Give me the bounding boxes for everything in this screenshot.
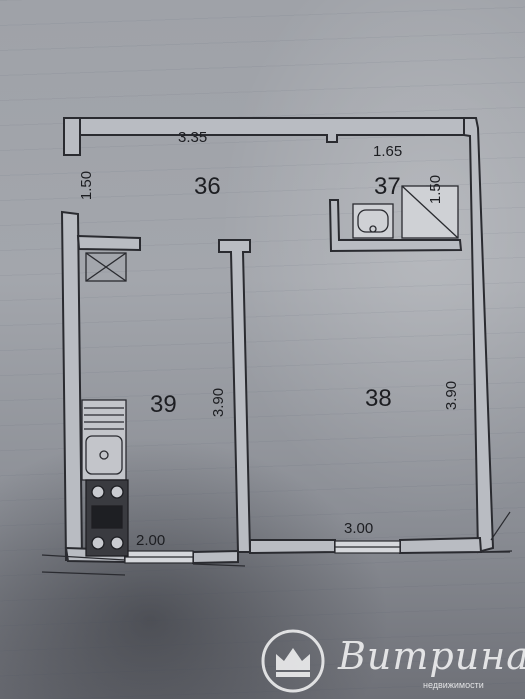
watermark: Витрина недвижимости [258,628,525,694]
dimension-kitchen-depth: 3.90 [210,387,228,418]
dimension-left-wall: 1.50 [78,170,96,201]
dimension-bathroom: 1.50 [427,174,445,205]
dimension-top-right: 1.65 [373,143,403,160]
room-label-hall: 36 [194,173,221,200]
room-label-kitchen: 39 [150,391,177,418]
wall-left-upper [63,117,81,156]
watermark-subtitle: недвижимости [423,680,484,690]
shower-tray [401,185,459,239]
stove [85,479,129,557]
wall-right [463,117,495,554]
vent-shaft [85,252,127,282]
wall-bottom-right [249,539,336,555]
wall-kitchen-top [76,234,141,252]
dimension-room-width: 3.00 [344,520,374,537]
watermark-brand: Витрина [338,634,525,678]
dimension-kitchen-width: 2.00 [136,532,166,549]
wall-bottom-right-2 [399,536,483,555]
dimension-room-depth: 3.90 [443,380,461,411]
kitchen-counter [81,399,127,481]
room-label-living: 38 [365,385,392,412]
wall-top [64,117,465,143]
crown-logo-icon [261,629,325,693]
bathroom-sink [352,203,394,239]
room-label-bathroom: 37 [374,173,401,200]
wall-left-lower [60,210,84,561]
wall-bottom-mid [192,549,239,565]
wall-bathroom [328,199,463,253]
dimension-top-left: 3.35 [178,129,208,146]
